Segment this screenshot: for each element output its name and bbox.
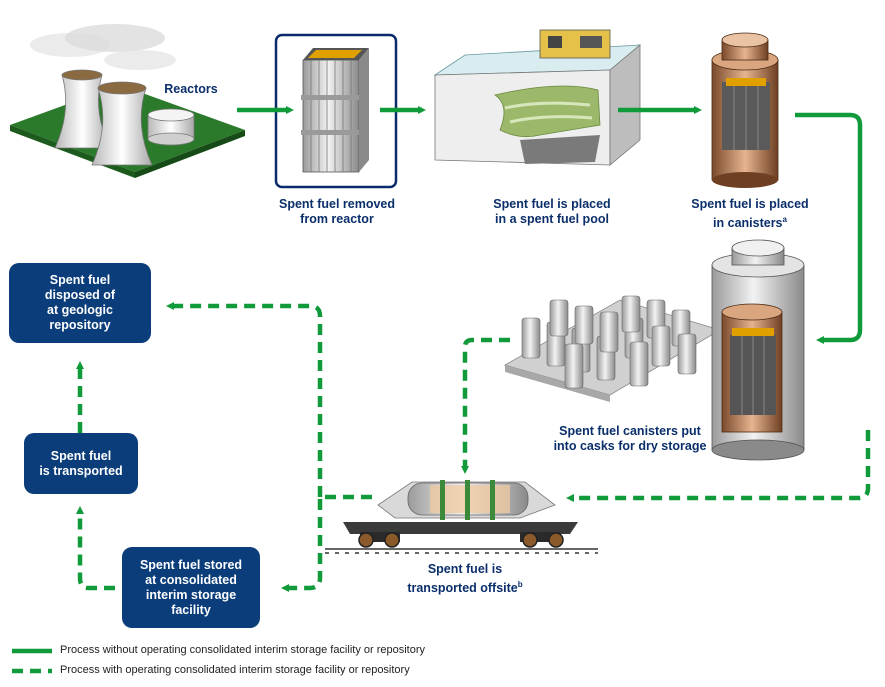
arrow-rail-to-interim <box>281 494 372 592</box>
label-canisters: Spent fuel is placed in canistersa <box>670 197 830 231</box>
label-reactors: Reactors <box>164 82 218 96</box>
label-offsite-footnote: b <box>517 580 523 589</box>
label-transported-offsite: Spent fuel is transported offsiteb <box>385 562 545 596</box>
arrow-interim-to-transported <box>76 506 115 591</box>
label-canisters-footnote: a <box>782 215 787 224</box>
legend-dashed: Process with operating consolidated inte… <box>60 664 410 676</box>
dry-storage-illustration <box>503 239 805 461</box>
label-canisters-text: Spent fuel is placed in canisters <box>691 197 809 231</box>
label-dry-storage: Spent fuel canisters put into casks for … <box>553 424 707 453</box>
label-spent-fuel-pool: Spent fuel is placed in a spent fuel poo… <box>493 197 611 226</box>
label-offsite-text: Spent fuel is transported offsite <box>407 562 518 596</box>
fuel-assembly-illustration <box>274 33 398 189</box>
legend-solid: Process without operating consolidated i… <box>60 644 425 656</box>
arrow-pad-to-rail <box>461 337 510 474</box>
arrow-dry-storage-to-rail <box>566 430 871 502</box>
canister-illustration <box>711 32 779 188</box>
arrow-canister-to-dry-storage <box>795 112 863 344</box>
legend-solid-text: Process without operating consolidated i… <box>60 644 426 656</box>
arrow-rail-to-repository <box>166 302 323 497</box>
rail-car-illustration <box>325 480 598 554</box>
box-interim-storage: Spent fuel stored at consolidated interi… <box>122 547 260 628</box>
legend-dashed-text: Process with operating consolidated inte… <box>60 664 410 676</box>
reactors-illustration <box>10 24 245 178</box>
spent-fuel-pool-illustration <box>433 29 642 166</box>
label-fuel-removed: Spent fuel removed from reactor <box>279 197 395 226</box>
dashed-process-arrows <box>76 302 871 592</box>
solid-process-arrows <box>237 106 863 344</box>
box-spent-fuel-transported: Spent fuel is transported <box>24 433 138 494</box>
box-geologic-repository: Spent fuel disposed of at geologic repos… <box>9 263 151 343</box>
